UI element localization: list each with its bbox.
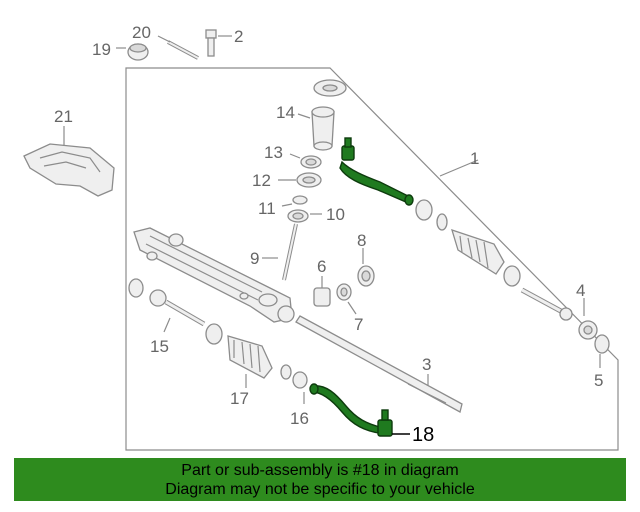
- callout-14: 14: [276, 103, 295, 122]
- callout-8: 8: [357, 231, 366, 250]
- callout-5: 5: [594, 371, 603, 390]
- info-banner: Part or sub-assembly is #18 in diagram D…: [14, 458, 626, 501]
- part-upper-ring-2: [503, 265, 521, 287]
- part-upper-ring: [415, 199, 433, 221]
- part-2-bolt: [205, 29, 217, 57]
- callout-17: 17: [230, 389, 249, 408]
- callout-16: 16: [290, 409, 309, 428]
- part-6-mount: [313, 287, 331, 307]
- part-4-nut: [578, 320, 598, 340]
- part-15-inner-tie-rod: [149, 289, 206, 327]
- callout-9: 9: [250, 249, 259, 268]
- assembly-outline: [125, 67, 619, 451]
- part-7-bushing: [336, 283, 352, 301]
- callout-21: 21: [54, 107, 73, 126]
- part-upper-boot: [451, 228, 505, 275]
- part-10-seal: [287, 209, 309, 223]
- part-upper-clip: [436, 213, 448, 231]
- part-3-rack: [295, 315, 463, 413]
- part-lower-ring-2: [205, 323, 223, 345]
- callout-10: 10: [326, 205, 345, 224]
- callout-2: 2: [234, 27, 243, 46]
- callout-18: 18: [412, 424, 434, 446]
- banner-line-2: Diagram may not be specific to your vehi…: [165, 481, 475, 498]
- callout-12: 12: [252, 171, 271, 190]
- part-21-heat-shield: [23, 143, 115, 197]
- part-17-boot: [227, 335, 273, 379]
- part-13-ring: [300, 155, 322, 169]
- callout-20: 20: [132, 23, 151, 42]
- callout-4: 4: [576, 281, 585, 300]
- callout-13: 13: [264, 143, 283, 162]
- part-lower-ring: [128, 278, 144, 298]
- highlighted-upper-tie-rod-end: [339, 137, 414, 206]
- callout-6: 6: [317, 257, 326, 276]
- part-14-housing: [311, 79, 347, 151]
- banner-line-1: Part or sub-assembly is #18 in diagram: [181, 462, 459, 479]
- callout-1: 1: [470, 149, 479, 168]
- part-19-nut: [127, 43, 149, 61]
- part-20-bolt: [167, 40, 199, 60]
- callout-15: 15: [150, 337, 169, 356]
- part-8-bushing: [357, 265, 375, 287]
- part-5-ring: [594, 334, 610, 354]
- part-16-clip: [280, 364, 308, 389]
- callout-3: 3: [422, 355, 431, 374]
- callout-7: 7: [354, 315, 363, 334]
- part-11-oring: [292, 195, 308, 205]
- part-1-gear-housing: [133, 227, 295, 323]
- callout-19: 19: [92, 40, 111, 59]
- part-4-inner-tie-rod: [520, 287, 573, 321]
- parts-diagram: 19 20 2 21 14 13 12: [23, 23, 619, 451]
- part-12-bearing: [296, 172, 322, 188]
- part-18-tie-rod-end: [309, 383, 393, 437]
- callout-11: 11: [258, 199, 276, 218]
- part-9-bolt: [282, 223, 298, 281]
